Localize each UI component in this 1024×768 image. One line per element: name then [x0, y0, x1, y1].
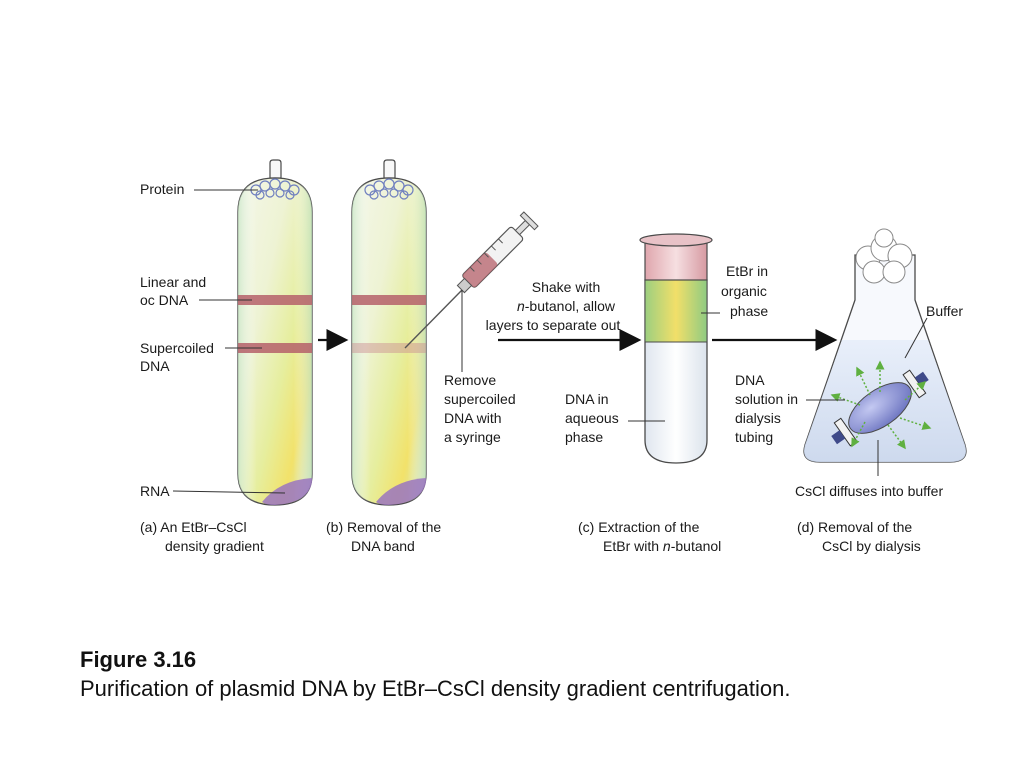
label-linear-1: Linear and	[140, 274, 206, 290]
label-supercoiled-2: DNA	[140, 358, 170, 374]
figure-caption: Figure 3.16 Purification of plasmid DNA …	[80, 646, 980, 704]
label-dna-aq-1: DNA in	[565, 391, 609, 407]
label-supercoiled-1: Supercoiled	[140, 340, 214, 356]
panel-d-line1: (d) Removal of the	[797, 519, 912, 535]
supercoiled-band-b-faint	[352, 343, 426, 353]
label-dna-sol-1: DNA	[735, 372, 765, 388]
panel-a-line1: (a) An EtBr–CsCl	[140, 519, 247, 535]
label-remove-4: a syringe	[444, 429, 501, 445]
label-remove-2: supercoiled	[444, 391, 516, 407]
syringe	[404, 211, 539, 349]
label-dna-sol-3: dialysis	[735, 410, 781, 426]
panel-d-line2: CsCl by dialysis	[822, 538, 921, 554]
label-remove-1: Remove	[444, 372, 496, 388]
panel-a-line2: density gradient	[165, 538, 264, 554]
figure-title: Figure 3.16	[80, 647, 197, 672]
protein-cluster-b	[364, 178, 414, 200]
protein-cluster-a	[250, 178, 300, 200]
label-etbr-org-2: organic	[721, 283, 767, 299]
label-shake-3: layers to separate out	[486, 317, 621, 333]
panel-b-line2: DNA band	[351, 538, 415, 554]
tube-b	[351, 159, 427, 506]
tube-c	[639, 233, 713, 464]
label-dna-aq-3: phase	[565, 429, 603, 445]
panel-c-line2: EtBr with n-butanol	[603, 538, 721, 554]
label-dna-sol-2: solution in	[735, 391, 798, 407]
linear-dna-band-a	[238, 295, 312, 305]
figure-description: Purification of plasmid DNA by EtBr–CsCl…	[80, 676, 791, 701]
label-etbr-org-3: phase	[730, 303, 768, 319]
linear-dna-band-b	[352, 295, 426, 305]
diagram: Protein Linear and oc DNA Supercoiled DN…	[140, 159, 967, 554]
label-protein: Protein	[140, 181, 184, 197]
panel-b-line1: (b) Removal of the	[326, 519, 441, 535]
label-linear-2: oc DNA	[140, 292, 189, 308]
label-rna: RNA	[140, 483, 170, 499]
label-shake-2: n-butanol, allow	[517, 298, 616, 314]
diffusion-arrows	[830, 360, 932, 450]
rna-pellet-b	[376, 478, 426, 505]
label-shake-1: Shake with	[532, 279, 600, 295]
dialysis-bag	[831, 369, 929, 447]
flask-d	[803, 228, 967, 463]
panel-c-line1: (c) Extraction of the	[578, 519, 700, 535]
label-etbr-org-1: EtBr in	[726, 263, 768, 279]
tube-c-cap	[644, 239, 708, 281]
label-buffer: Buffer	[926, 303, 963, 319]
leader-lines	[172, 189, 928, 494]
supercoiled-band-a	[238, 343, 312, 353]
cotton-plug	[855, 228, 913, 284]
organic-phase	[644, 279, 708, 343]
rna-pellet-a	[262, 478, 312, 505]
tube-a	[237, 159, 313, 506]
label-dna-sol-4: tubing	[735, 429, 773, 445]
label-remove-3: DNA with	[444, 410, 502, 426]
label-cscl-diffuses: CsCl diffuses into buffer	[795, 483, 943, 499]
label-dna-aq-2: aqueous	[565, 410, 619, 426]
